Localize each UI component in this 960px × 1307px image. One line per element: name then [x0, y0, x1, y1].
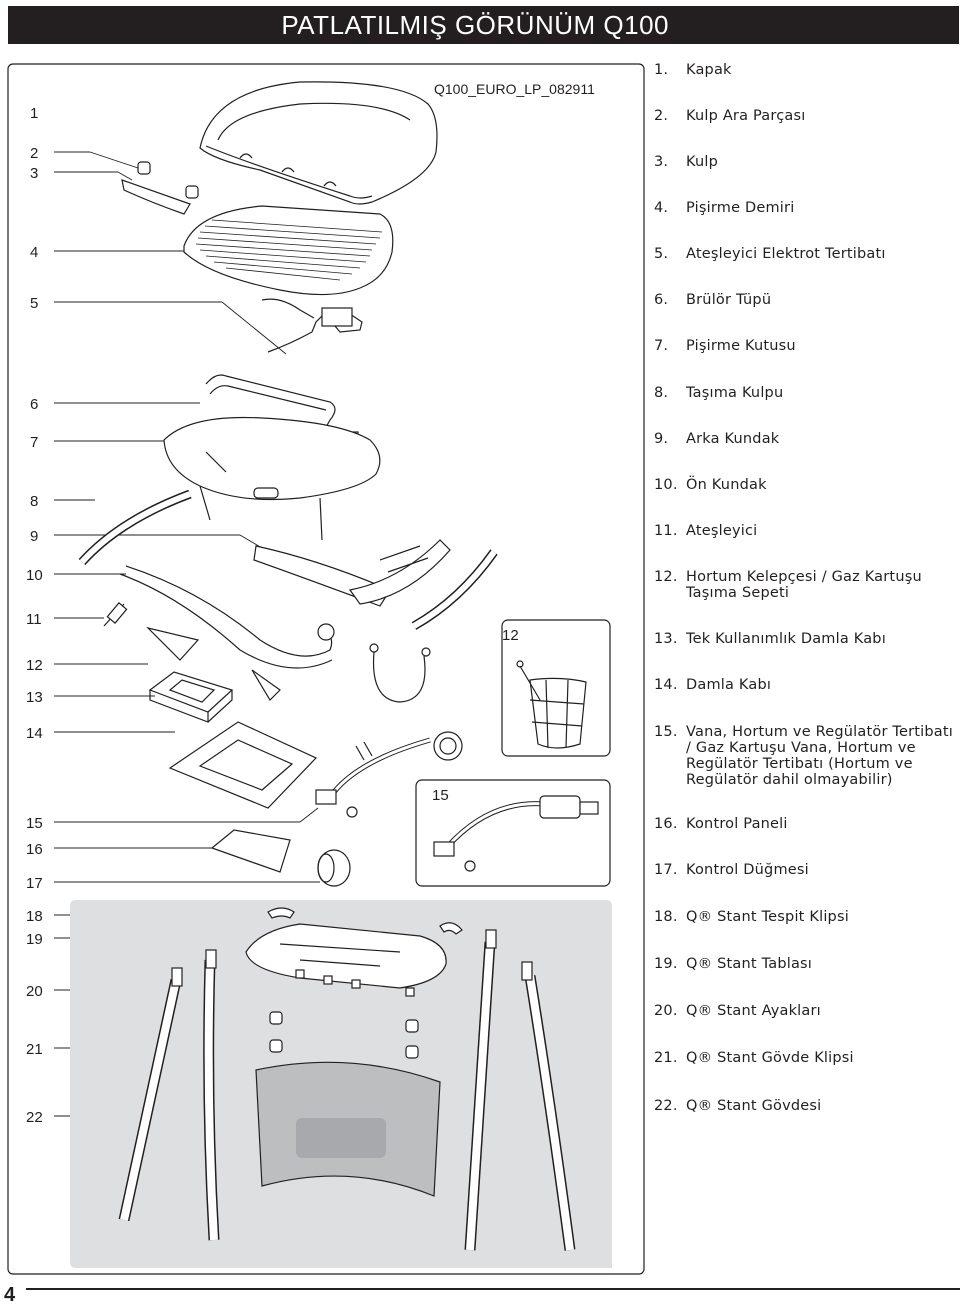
callout-19: 19 [26, 931, 43, 948]
control-panel-illustration [210, 829, 291, 873]
part-item-15: 15.Vana, Hortum ve Regülatör Tertibatı /… [654, 724, 954, 788]
part-item-12: 12.Hortum Kelepçesi / Gaz Kartuşu Taşıma… [654, 569, 922, 601]
page-title: PATLATILMIŞ GÖRÜNÜM Q100 [281, 10, 669, 40]
page-number: 4 [4, 1284, 16, 1306]
lid-illustration [199, 81, 438, 205]
diagram-frame [7, 63, 645, 1275]
drip-tray-illustration [168, 721, 318, 809]
valve-hose-regulator-illustration [315, 731, 463, 818]
leg-brace-illustration [411, 549, 498, 630]
disposable-drip-pan-illustration [148, 671, 234, 723]
part-item-7: 7.Pişirme Kutusu [654, 338, 796, 354]
callout-3: 3 [30, 165, 38, 182]
stand-legs-illustration [118, 929, 576, 1251]
callout-16: 16 [26, 841, 43, 858]
title-bar: PATLATILMIŞ GÖRÜNÜM Q100 [8, 6, 959, 44]
stand-body-clip-illustration [269, 1011, 419, 1059]
igniter-electrode-illustration [261, 298, 363, 353]
callout-2: 2 [30, 145, 38, 162]
callout-15: 15 [26, 815, 43, 832]
part-item-19: 19.Q® Stant Tablası [654, 956, 813, 972]
stand-retaining-clip-illustration [267, 907, 463, 935]
callout-12: 12 [26, 657, 43, 674]
part-item-22: 22.Q® Stant Gövdesi [654, 1098, 822, 1114]
callout-4: 4 [30, 244, 38, 261]
part-item-17: 17.Kontrol Düğmesi [654, 862, 809, 878]
stand-body-illustration [255, 1061, 441, 1197]
hose-clip-illustration [369, 643, 431, 703]
handle-illustration [121, 161, 199, 215]
carry-handle-illustration [78, 489, 192, 566]
stand-tray-illustration [245, 923, 447, 997]
part-item-20: 20.Q® Stant Ayakları [654, 1003, 821, 1019]
part-item-5: 5.Ateşleyici Elektrot Tertibatı [654, 246, 886, 262]
callout-10: 10 [26, 567, 43, 584]
cooking-grate-illustration [183, 205, 394, 296]
part-item-1: 1.Kapak [654, 62, 732, 78]
callout-number-group: 1 2 3 4 5 6 7 8 9 10 11 12 13 14 15 16 1… [26, 81, 595, 1126]
inset-15-regulator-illustration [433, 795, 599, 872]
inset-label-15: 15 [432, 787, 449, 804]
callout-14: 14 [26, 725, 43, 742]
control-knob-illustration [317, 849, 351, 887]
part-item-2: 2.Kulp Ara Parçası [654, 108, 806, 124]
inset-label-12: 12 [502, 627, 519, 644]
part-item-21: 21.Q® Stant Gövde Klipsi [654, 1050, 854, 1066]
callout-13: 13 [26, 689, 43, 706]
diagram-code: Q100_EURO_LP_082911 [434, 81, 595, 97]
igniter-illustration [103, 602, 128, 627]
inset-12-basket-illustration [516, 660, 587, 749]
callout-17: 17 [26, 875, 43, 892]
cooking-box-illustration [163, 416, 381, 541]
page-footer-rule [26, 1288, 960, 1290]
part-item-16: 16.Kontrol Paneli [654, 816, 788, 832]
part-item-4: 4.Pişirme Demiri [654, 200, 795, 216]
front-frame-illustration [119, 565, 335, 701]
callout-7: 7 [30, 434, 38, 451]
callout-9: 9 [30, 528, 38, 545]
part-item-9: 9.Arka Kundak [654, 431, 780, 447]
back-frame-illustration [253, 539, 451, 607]
part-item-14: 14.Damla Kabı [654, 677, 772, 693]
callout-11: 11 [26, 611, 42, 628]
part-item-18: 18.Q® Stant Tespit Klipsi [654, 909, 849, 925]
part-item-6: 6.Brülör Tüpü [654, 292, 772, 308]
part-item-3: 3.Kulp [654, 154, 719, 170]
part-item-13: 13.Tek Kullanımlık Damla Kabı [654, 631, 886, 647]
callout-21: 21 [26, 1041, 43, 1058]
inset-12-box [501, 619, 611, 757]
callout-6: 6 [30, 396, 38, 413]
callout-22: 22 [26, 1109, 43, 1126]
part-item-8: 8.Taşıma Kulpu [654, 385, 784, 401]
callout-5: 5 [30, 295, 38, 312]
inset-15-box [415, 779, 611, 887]
callout-18: 18 [26, 908, 43, 925]
callout-8: 8 [30, 493, 38, 510]
part-item-10: 10.Ön Kundak [654, 477, 767, 493]
callout-20: 20 [26, 983, 43, 1000]
part-item-11: 11.Ateşleyici [654, 523, 758, 539]
callout-1: 1 [30, 105, 38, 122]
